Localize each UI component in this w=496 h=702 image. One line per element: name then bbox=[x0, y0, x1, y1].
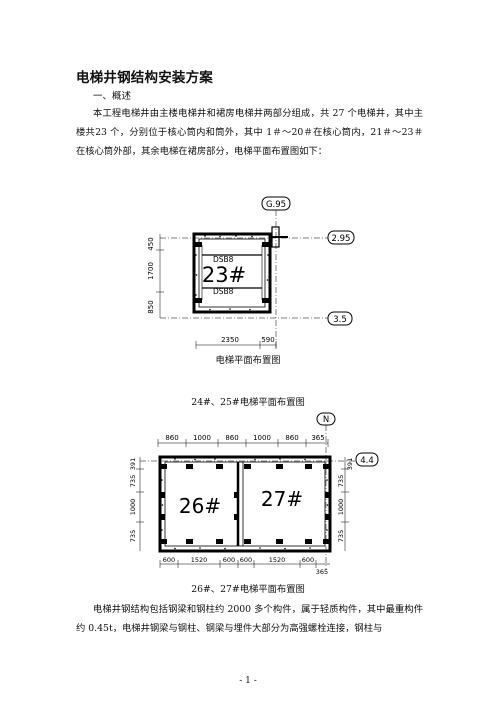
dim-bottom-2: 1520 bbox=[191, 556, 208, 564]
document-title: 电梯井钢结构安装方案 bbox=[76, 70, 213, 86]
elevator-23-label: 23# bbox=[202, 263, 246, 287]
dim-right-3: 1000 bbox=[337, 499, 345, 516]
axis-35-marker: 3.5 bbox=[160, 311, 353, 326]
dim-top-6: 365 bbox=[311, 434, 324, 442]
dim-left-mid: 1700 bbox=[147, 262, 155, 280]
axis-295-marker: 2.95 bbox=[160, 230, 355, 245]
dim-bottom-5: 1520 bbox=[269, 556, 286, 564]
section-heading: 一、概述 bbox=[93, 91, 132, 102]
figure2-caption: 24#、25#电梯平面布置图 bbox=[191, 397, 305, 408]
dim-left-1: 391 bbox=[129, 458, 137, 470]
axis-g95-marker: G.95 bbox=[261, 196, 291, 350]
beam-top-label: DSB8 bbox=[213, 255, 234, 264]
axis-g95-label: G.95 bbox=[266, 200, 286, 210]
axis-35-label: 3.5 bbox=[333, 315, 347, 325]
dim-left-4: 735 bbox=[129, 530, 137, 542]
dim-bottom-4: 600 bbox=[240, 556, 252, 564]
dim-bottom-1: 600 bbox=[163, 556, 175, 564]
dim-right-2: 735 bbox=[337, 475, 345, 487]
dim-top-3: 860 bbox=[225, 434, 238, 442]
dim-top-4: 1000 bbox=[253, 434, 271, 442]
dim-bottom-6: 600 bbox=[302, 556, 314, 564]
beam-bottom-label: DSB8 bbox=[213, 287, 234, 296]
dim-bottom-left: 2350 bbox=[221, 336, 239, 344]
dim-left-2: 735 bbox=[129, 475, 137, 487]
dim-bottom-3: 600 bbox=[223, 556, 235, 564]
axis-44-marker: 4.4 bbox=[140, 452, 379, 467]
figure3-caption: 26#、27#电梯平面布置图 bbox=[191, 584, 305, 595]
intro-paragraph: 本工程电梯井由主楼电梯井和裙房电梯井两部分组成，共 27 个电梯井，其中主楼共2… bbox=[76, 108, 423, 157]
elevator-26-label: 26# bbox=[179, 494, 221, 518]
figure1-caption: 电梯平面布置图 bbox=[215, 355, 281, 366]
axis-n-marker: N bbox=[316, 412, 336, 570]
axis-44-label: 4.4 bbox=[360, 456, 374, 466]
dim-bottom-extra: 365 bbox=[316, 568, 328, 576]
axis-295-label: 2.95 bbox=[332, 234, 351, 244]
page-number: - 1 - bbox=[239, 676, 257, 686]
dim-top-2: 1000 bbox=[193, 434, 211, 442]
body-paragraph: 电梯井钢结构包括钢梁和钢柱约 2000 多个构件，属于轻质构件，其中最重构件约 … bbox=[76, 604, 423, 634]
dim-left-bottom: 850 bbox=[147, 300, 155, 313]
dim-bottom-right: 590 bbox=[261, 336, 274, 344]
dim-top-5: 860 bbox=[285, 434, 298, 442]
elevator-27-label: 27# bbox=[261, 487, 303, 511]
dim-left-top: 450 bbox=[147, 237, 155, 250]
dim-right-1: 391 bbox=[346, 458, 354, 470]
axis-n-label: N bbox=[323, 415, 329, 425]
dim-right-4: 735 bbox=[337, 530, 345, 542]
dim-left-3: 1000 bbox=[129, 499, 137, 516]
dim-top-1: 860 bbox=[165, 434, 178, 442]
